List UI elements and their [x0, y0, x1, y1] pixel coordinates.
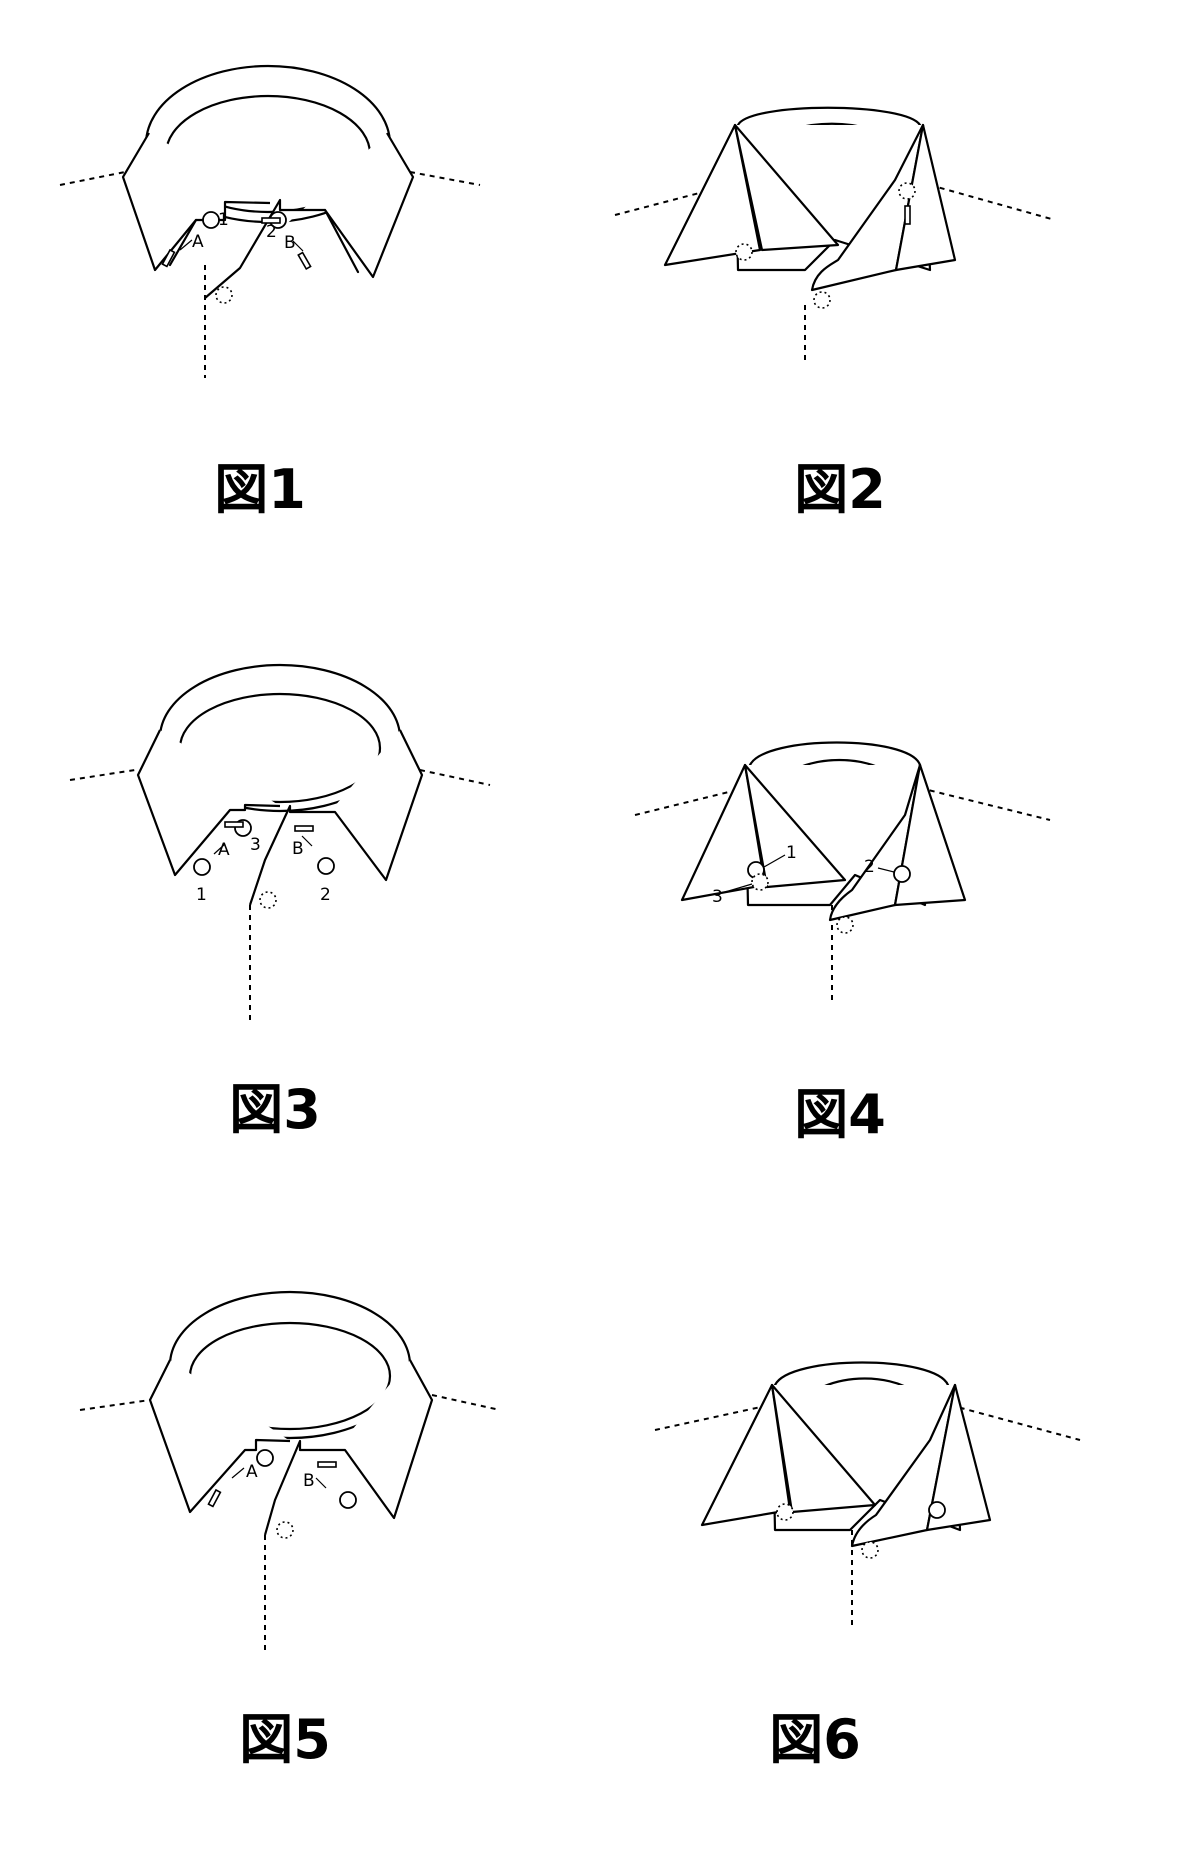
figure-4-drawing: 1 2 3 [620, 690, 1180, 1250]
collar-button-1 [203, 212, 219, 228]
shirt-front-button [814, 292, 830, 308]
figure-6-drawing [640, 1310, 1192, 1870]
label-a: A [192, 232, 204, 252]
collar-button-right [340, 1492, 356, 1508]
arrow-b [316, 1478, 326, 1488]
buttonhole-left-tip [208, 1490, 220, 1506]
shoulder-line-right [930, 185, 1055, 220]
caption-figure-3: 図3 [125, 1080, 425, 1140]
buttonhole-right [905, 206, 910, 224]
caption-figure-6: 図6 [665, 1710, 965, 1770]
shoulder-line-right [420, 770, 490, 785]
collar-band-top [738, 108, 920, 125]
caption-figure-2: 図2 [690, 460, 990, 520]
label-1: 1 [786, 843, 797, 863]
label-3: 3 [712, 887, 723, 907]
collar-button-hidden [777, 1504, 793, 1520]
collar-button-left [257, 1450, 273, 1466]
collar-right-panel [250, 730, 422, 905]
label-b: B [292, 839, 304, 859]
collar-button-upper [899, 183, 915, 199]
figure-sheet: A B 1 2 図1 図2 [0, 0, 1192, 1812]
shirt-front-button [260, 892, 276, 908]
buttonhole-right-tip [298, 253, 310, 269]
label-b: B [284, 233, 296, 253]
label-3: 3 [250, 835, 261, 855]
shoulder-line-left [60, 172, 125, 185]
label-1: 1 [218, 210, 229, 230]
collar-button-right [929, 1502, 945, 1518]
figure-4-svg: 1 2 3 [620, 690, 1180, 1250]
collar-band-top [775, 1363, 948, 1386]
caption-figure-5: 図5 [135, 1710, 435, 1770]
buttonhole-right-top [295, 826, 313, 831]
shoulder-line-left [70, 770, 135, 780]
shirt-front-button [216, 287, 232, 303]
label-2: 2 [266, 222, 277, 242]
arrow-a [232, 1468, 244, 1478]
label-a: A [246, 1462, 258, 1482]
shoulder-line-right [920, 788, 1050, 820]
label-b: B [303, 1471, 315, 1491]
collar-button-2 [894, 866, 910, 882]
buttonhole-left-top [225, 822, 243, 827]
shoulder-line-right [950, 1405, 1080, 1440]
shoulder-line-left [80, 1400, 150, 1410]
collar-right-panel [205, 133, 413, 298]
caption-figure-4: 図4 [690, 1085, 990, 1145]
shirt-front-button [277, 1522, 293, 1538]
collar-left-panel [150, 1360, 290, 1512]
caption-figure-1: 図1 [110, 460, 410, 520]
collar-button-hidden [736, 244, 752, 260]
label-2: 2 [320, 885, 331, 905]
figure-6-svg [640, 1310, 1192, 1870]
shoulder-line-right [410, 172, 480, 185]
shirt-front-button [837, 917, 853, 933]
label-2: 2 [864, 857, 875, 877]
label-a: A [218, 840, 230, 860]
collar-band-top [750, 743, 920, 766]
collar-button-2 [318, 858, 334, 874]
shirt-front-button [862, 1542, 878, 1558]
shoulder-line-right [432, 1395, 500, 1410]
collar-button-1 [194, 859, 210, 875]
buttonhole-right-top [318, 1462, 336, 1467]
label-1: 1 [196, 885, 207, 905]
collar-button-3-hidden [752, 874, 768, 890]
